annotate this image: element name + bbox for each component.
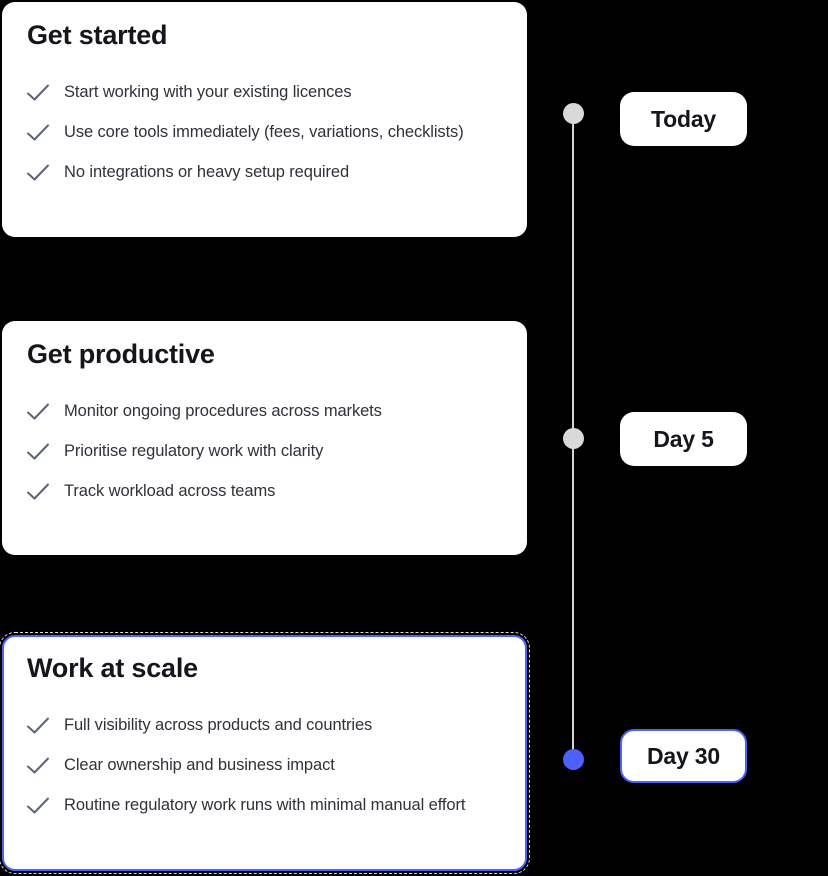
checklist: Full visibility across products and coun… (26, 705, 503, 825)
card-title: Get productive (27, 339, 215, 369)
checkmark-icon (27, 443, 49, 459)
checkmark-icon (27, 124, 49, 140)
list-item-label: Use core tools immediately (fees, variat… (64, 122, 464, 141)
list-item: Use core tools immediately (fees, variat… (26, 112, 503, 152)
checkmark-icon (27, 797, 49, 813)
timeline-dot-today (563, 103, 584, 124)
list-item-label: Routine regulatory work runs with minima… (64, 795, 466, 814)
list-item: Routine regulatory work runs with minima… (26, 785, 503, 825)
card-get-productive: Get productive Monitor ongoing procedure… (2, 321, 527, 555)
list-item-label: Prioritise regulatory work with clarity (64, 441, 324, 460)
checkmark-icon (27, 717, 49, 733)
list-item-label: Start working with your existing licence… (64, 82, 352, 101)
timeline-label-text: Day 30 (647, 742, 720, 769)
checkmark-icon (27, 403, 49, 419)
list-item-label: Track workload across teams (64, 481, 276, 500)
card-get-started: Get started Start working with your exis… (2, 2, 527, 237)
timeline-label-day-5: Day 5 (620, 412, 747, 466)
checklist: Monitor ongoing procedures across market… (26, 391, 503, 511)
list-item: Start working with your existing licence… (26, 72, 503, 112)
card-title: Work at scale (27, 653, 198, 683)
list-item-label: Full visibility across products and coun… (64, 715, 373, 734)
list-item: Monitor ongoing procedures across market… (26, 391, 503, 431)
timeline-dot-day-30 (563, 749, 584, 770)
list-item: No integrations or heavy setup required (26, 152, 503, 192)
list-item: Clear ownership and business impact (26, 745, 503, 785)
list-item-label: Monitor ongoing procedures across market… (64, 401, 382, 420)
checkmark-icon (27, 483, 49, 499)
list-item: Full visibility across products and coun… (26, 705, 503, 745)
list-item: Track workload across teams (26, 471, 503, 511)
checkmark-icon (27, 757, 49, 773)
timeline-label-text: Day 5 (653, 425, 714, 452)
list-item: Prioritise regulatory work with clarity (26, 431, 503, 471)
timeline-label-text: Today (650, 105, 717, 132)
checkmark-icon (27, 84, 49, 100)
timeline-label-today: Today (620, 92, 747, 146)
timeline-dot-day-5 (563, 428, 584, 449)
card-title: Get started (27, 20, 168, 50)
checklist: Start working with your existing licence… (26, 72, 503, 192)
list-item-label: Clear ownership and business impact (64, 755, 335, 774)
card-work-at-scale: Work at scale Full visibility across pro… (0, 632, 530, 874)
list-item-label: No integrations or heavy setup required (64, 162, 350, 181)
checkmark-icon (27, 164, 49, 180)
timeline-label-day-30: Day 30 (620, 729, 747, 783)
